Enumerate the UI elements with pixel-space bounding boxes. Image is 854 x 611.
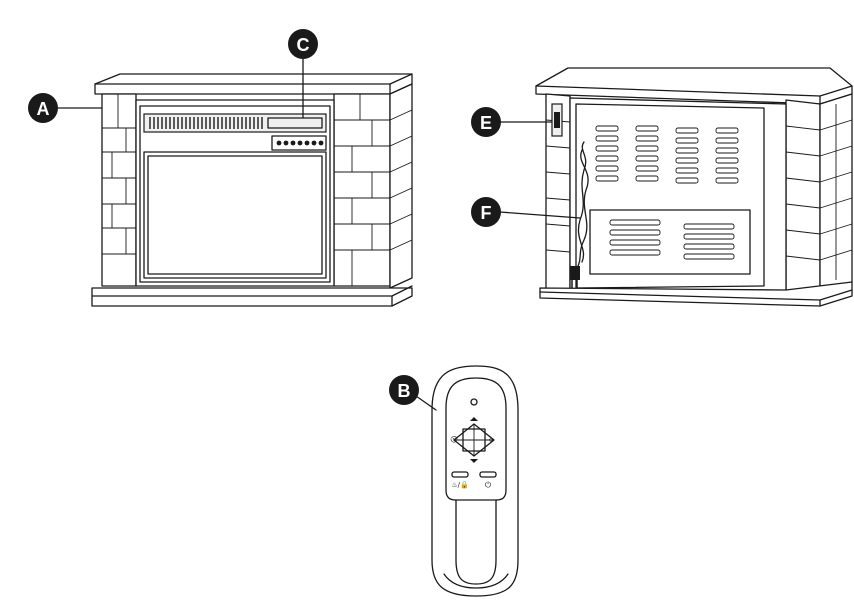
lower-vents (609, 219, 735, 260)
callout-c: C (288, 29, 318, 119)
directional-pad (453, 417, 495, 463)
power-button (479, 471, 497, 478)
control-panel (271, 135, 327, 151)
callout-b-label: B (398, 381, 411, 401)
callout-a: A (28, 93, 103, 123)
callout-b: B (389, 375, 437, 411)
fireplace-back-view (535, 67, 853, 307)
callout-e: E (471, 107, 553, 137)
heat-lock-icon: ♨/🔒 (451, 481, 468, 489)
callout-c-label: C (297, 35, 310, 55)
callout-e-label: E (480, 113, 492, 133)
remote-control: ⏲ ✧ ♨/🔒 ⏻ (431, 365, 519, 597)
callout-f-label: F (481, 203, 492, 223)
power-icon: ⏻ (485, 481, 492, 490)
callout-a-label: A (37, 99, 50, 119)
fireplace-front-view (91, 73, 413, 307)
power-switch (551, 103, 563, 137)
upper-vents (595, 125, 739, 184)
timer-icon: ⏲ (450, 435, 458, 446)
callout-f: F (471, 197, 581, 227)
heat-lock-button (451, 471, 469, 478)
flame-icon: ✧ (487, 436, 495, 447)
